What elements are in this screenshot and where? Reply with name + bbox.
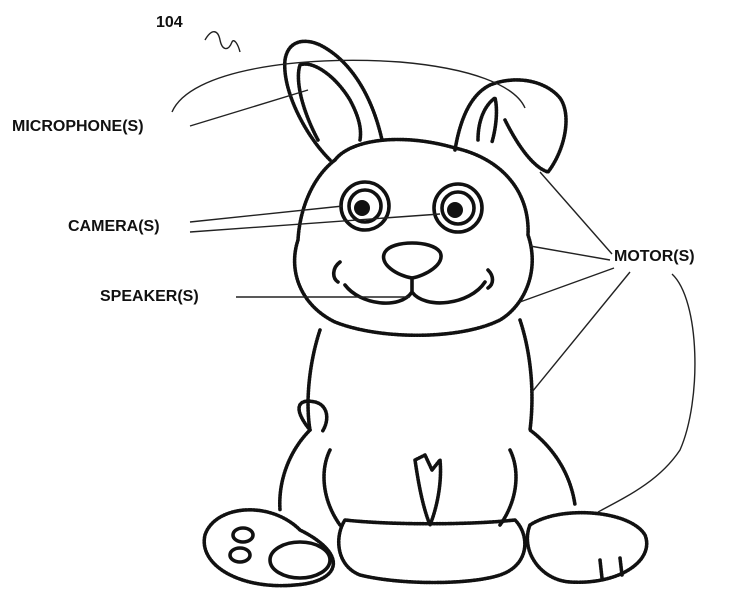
right-ear — [453, 78, 568, 174]
left-foot — [202, 508, 335, 588]
label-cameras: CAMERA(S) — [68, 218, 160, 235]
head — [292, 137, 534, 338]
motor-leader-body — [531, 271, 631, 393]
left-ear — [283, 39, 384, 162]
mouth — [331, 260, 495, 305]
right-eye — [432, 182, 484, 234]
toe-pad — [228, 546, 252, 564]
camera-leader-2 — [189, 213, 441, 233]
motor-leader-ear — [539, 171, 613, 255]
left-ear-inner — [296, 62, 363, 142]
reference-numeral: 104 — [156, 14, 183, 31]
camera-leader-1 — [189, 205, 344, 223]
toe-pad — [231, 526, 255, 544]
microphone-arc — [171, 59, 526, 113]
motor-leader-foot — [597, 273, 696, 513]
motor-leader-head — [529, 245, 611, 261]
motor-leader-mouth — [519, 267, 615, 303]
chest-tuft — [413, 453, 443, 527]
foot-pad — [268, 540, 332, 580]
microphone-leader — [189, 89, 309, 127]
right-foot — [525, 510, 649, 584]
right-leg — [498, 448, 518, 527]
right-eye-inner — [440, 190, 476, 226]
reference-squiggle — [204, 31, 241, 53]
right-foot-toes — [598, 556, 624, 580]
left-pupil — [354, 200, 370, 216]
right-ear-inner — [476, 96, 499, 144]
left-leg — [322, 448, 342, 527]
right-pupil — [447, 202, 463, 218]
nose — [381, 241, 443, 280]
label-speakers: SPEAKER(S) — [100, 288, 199, 305]
left-eye-inner — [347, 188, 383, 224]
label-microphones: MICROPHONE(S) — [12, 118, 144, 135]
front-paws — [337, 518, 527, 585]
label-motors: MOTOR(S) — [614, 248, 695, 265]
tail — [297, 399, 329, 434]
